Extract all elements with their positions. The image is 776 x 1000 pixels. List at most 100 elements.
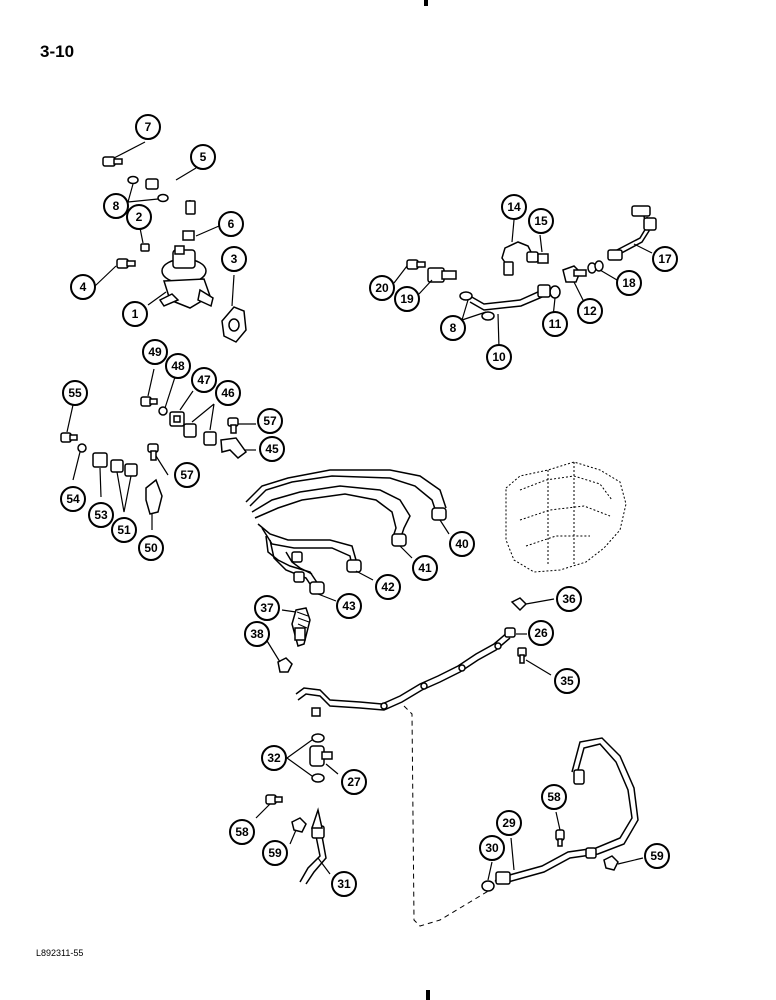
callout-10: 10 [486,344,512,370]
svg-text:4: 4 [80,280,87,294]
callout-31: 31 [331,871,357,897]
svg-text:35: 35 [560,674,574,688]
nut [277,657,293,673]
figure-code: L892311-55 [36,948,84,958]
callout-37: 37 [254,595,280,621]
callout-59: 59 [262,840,288,866]
svg-text:57: 57 [263,414,277,428]
svg-text:42: 42 [381,580,395,594]
clamp [92,452,108,468]
callout-11: 11 [542,311,568,337]
injector-group [277,607,311,673]
callout-57b: 57 [174,462,200,488]
svg-text:54: 54 [66,492,80,506]
page-number: 3-10 [40,42,75,61]
callout-40: 40 [449,531,475,557]
svg-text:43: 43 [342,599,356,613]
nut [603,855,619,871]
bracket [220,437,248,459]
callout-45: 45 [259,436,285,462]
callout-58b: 58 [541,784,567,810]
callout-57: 57 [257,408,283,434]
callout-54: 54 [60,486,86,512]
banjo-bolt [102,156,116,167]
svg-text:59: 59 [650,849,664,863]
callout-55: 55 [62,380,88,406]
clamp [110,459,124,473]
lift-pump-group [102,156,247,343]
svg-text:50: 50 [144,541,158,555]
callout-29: 29 [496,810,522,836]
washer [481,880,495,892]
callout-50: 50 [138,535,164,561]
bottom-tick [426,990,430,1000]
dashed-routing [403,705,499,927]
svg-text:36: 36 [562,592,576,606]
callout-32: 32 [261,745,287,771]
svg-text:59: 59 [268,846,282,860]
washer [127,175,139,185]
washer [158,406,168,416]
tee-fitting-group [265,733,333,885]
callout-53: 53 [88,502,114,528]
svg-text:45: 45 [265,442,279,456]
callout-30: 30 [479,835,505,861]
callout-43: 43 [336,593,362,619]
callout-8b: 8 [440,315,466,341]
svg-text:18: 18 [622,276,636,290]
svg-text:7: 7 [145,120,152,134]
callout-18: 18 [616,270,642,296]
svg-text:14: 14 [507,200,521,214]
washer [77,443,87,453]
callout-12: 12 [577,298,603,324]
callouts: 7 5 8 2 6 4 3 1 14 15 17 20 19 18 12 11 … [60,114,678,897]
washer [311,733,325,743]
svg-text:8: 8 [113,199,120,213]
svg-text:53: 53 [94,508,108,522]
svg-text:38: 38 [250,627,264,641]
clamp [183,423,197,438]
callout-59b: 59 [644,843,670,869]
clamp [203,431,217,446]
washer [459,291,473,301]
svg-text:46: 46 [221,386,235,400]
washer [157,193,169,203]
svg-text:41: 41 [418,561,432,575]
callout-2: 2 [126,204,152,230]
callout-36: 36 [556,586,582,612]
callout-38: 38 [244,621,270,647]
return-line [299,835,321,883]
top-tick [424,0,428,6]
fuel-line [469,287,549,305]
washer [311,773,325,783]
svg-text:17: 17 [658,252,672,266]
svg-text:55: 55 [68,386,82,400]
svg-text:6: 6 [228,217,235,231]
callout-47: 47 [191,367,217,393]
nut [537,253,549,264]
svg-text:29: 29 [502,816,516,830]
callout-7: 7 [135,114,161,140]
svg-text:12: 12 [583,304,597,318]
engine-sketch [505,461,627,573]
callout-3: 3 [221,246,247,272]
svg-text:27: 27 [347,775,361,789]
clamp [124,463,138,477]
svg-text:30: 30 [485,841,499,855]
svg-text:51: 51 [117,523,131,537]
svg-text:32: 32 [267,751,281,765]
svg-text:37: 37 [260,601,274,615]
plug [140,243,150,252]
callout-41: 41 [412,555,438,581]
svg-text:58: 58 [235,825,249,839]
svg-text:8: 8 [450,321,457,335]
filter-line-group [406,205,657,321]
callout-15: 15 [528,208,554,234]
svg-text:57: 57 [180,468,194,482]
svg-text:40: 40 [455,537,469,551]
clamp-group [60,396,248,515]
callout-8: 8 [103,193,129,219]
svg-text:31: 31 [337,877,351,891]
callout-26: 26 [528,620,554,646]
